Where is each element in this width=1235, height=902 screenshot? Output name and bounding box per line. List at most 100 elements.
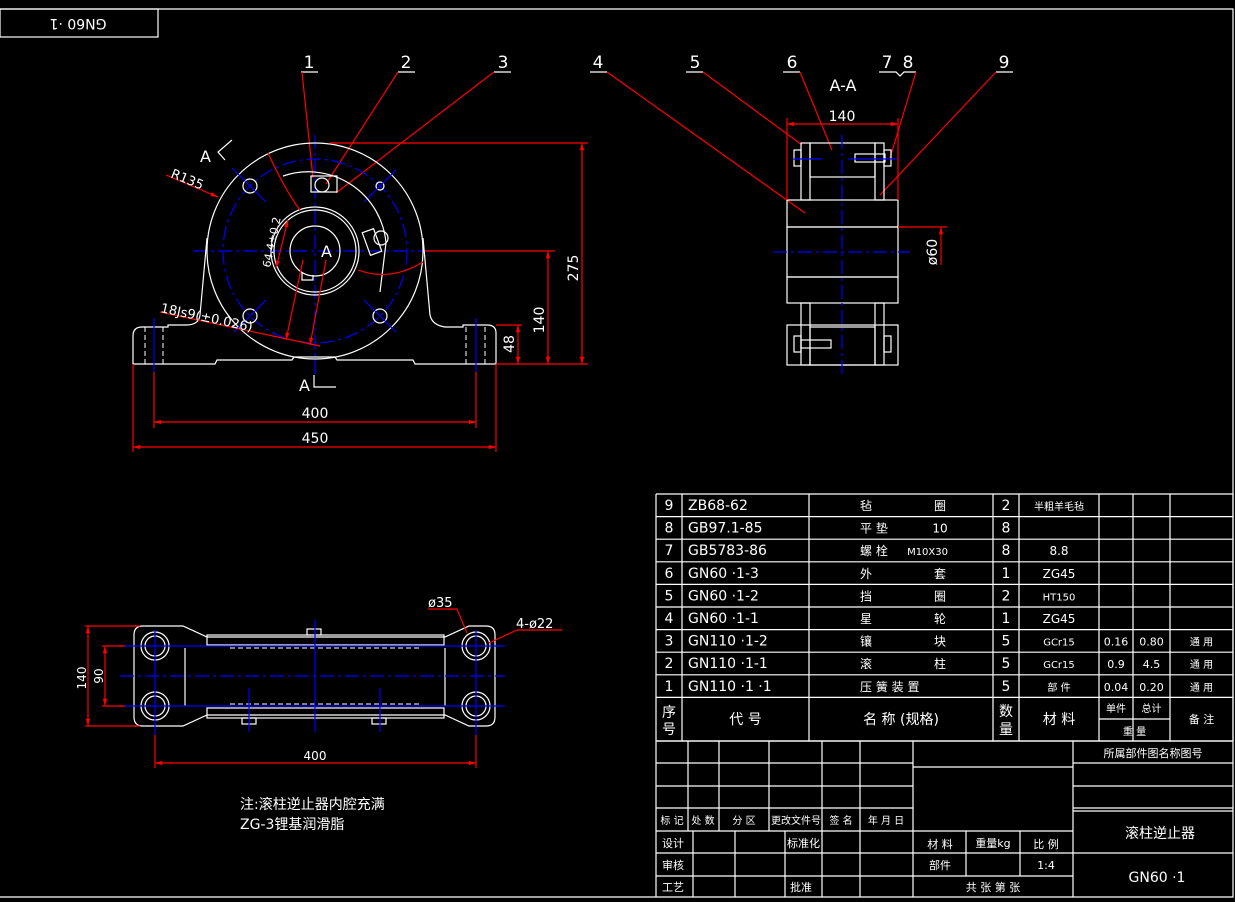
- section-mark-top: A: [200, 147, 211, 166]
- center-mark: A: [321, 242, 332, 261]
- part-number: 3: [665, 634, 674, 650]
- part-remark: 通 用: [1190, 682, 1213, 694]
- header-material: 材 料: [1043, 712, 1075, 728]
- rev-label-mark: 标 记: [660, 815, 683, 827]
- header-code: 代 号: [729, 712, 761, 728]
- weight-label: 重量kg: [975, 836, 1010, 850]
- arc-dim-label: 64.4±0.2: [260, 216, 283, 269]
- rev-label-count: 处 数: [691, 814, 714, 827]
- header-qty-2: 量: [999, 722, 1013, 738]
- part-material: 8.8: [1049, 544, 1068, 558]
- part-material: HT150: [1043, 592, 1076, 603]
- plan-view: 140 90 400 ø35 4-ø22: [75, 596, 562, 768]
- part-quantity: 2: [1002, 588, 1011, 604]
- part-unit-weight: 0.9: [1107, 658, 1125, 671]
- scale-label: 比 例: [1033, 837, 1059, 851]
- part-name: 滚: [860, 656, 872, 671]
- part-quantity: 1: [1002, 566, 1011, 582]
- part-material: GCr15: [1043, 638, 1075, 649]
- header-qty-1: 数: [999, 704, 1013, 720]
- rev-label-sign: 签 名: [829, 814, 852, 827]
- rev-label-zone: 分 区: [732, 815, 755, 827]
- part-quantity: 5: [1002, 679, 1011, 695]
- scale-value: 1:4: [1037, 859, 1055, 872]
- part-name-spec: 圈: [934, 499, 946, 513]
- balloon-4: 4: [593, 53, 604, 73]
- part-quantity: 8: [1002, 543, 1011, 559]
- section-dim-bore: ø60: [925, 239, 941, 265]
- section-title: A-A: [830, 76, 857, 95]
- part-name: 挡: [860, 589, 872, 603]
- rev-label-doc: 更改文件号: [771, 814, 821, 827]
- part-code: GN60 ·1-2: [688, 588, 759, 604]
- plan-dim-holes: 4-ø22: [516, 617, 553, 632]
- part-number: 8: [665, 521, 674, 537]
- front-view: 18Js9(±0.026) 64.4±0.2 R135 A A A 275 14…: [132, 135, 588, 452]
- part-name: 平 垫: [860, 521, 888, 536]
- assembly-ref-label: 所属部件图名称图号: [1104, 746, 1203, 760]
- header-no-2: 号: [662, 722, 676, 738]
- part-code: ZB68-62: [688, 498, 748, 514]
- part-code: GN110 ·1 ·1: [688, 679, 772, 695]
- plan-dim-boss: ø35: [428, 596, 453, 611]
- dim-center-height: 140: [532, 307, 548, 334]
- dim-bolt-span: 400: [302, 406, 329, 422]
- part-quantity: 5: [1002, 634, 1011, 650]
- title-block: 标 记 处 数 分 区 更改文件号 签 名 年 月 日 设计 标准化 审核 工艺…: [655, 740, 1233, 897]
- drawing-number: GN60 ·1: [1129, 870, 1186, 886]
- header-remark: 备 注: [1189, 712, 1215, 726]
- section-view: A-A 140 ø60: [773, 76, 947, 375]
- drawing-frame: GN60 ·1: [0, 8, 1234, 898]
- part-code: GN110 ·1-2: [688, 634, 768, 650]
- part-number: 4: [665, 611, 674, 627]
- part-name-spec: 块: [934, 635, 946, 649]
- part-total-weight: 0.20: [1139, 681, 1164, 694]
- part-name-spec: 套: [934, 567, 946, 581]
- part-name-spec: 圈: [934, 589, 946, 603]
- part-number: 7: [665, 543, 674, 559]
- review-label: 审核: [662, 858, 684, 872]
- cover-bolts: [231, 167, 397, 333]
- part-name-spec: 轮: [934, 612, 946, 626]
- balloon-1: 1: [304, 53, 315, 73]
- drawing-name: 滚柱逆止器: [1125, 825, 1195, 842]
- plan-dim-length: 400: [304, 749, 327, 763]
- dim-total-width: 450: [302, 431, 329, 447]
- dim-base: 48: [502, 335, 518, 353]
- part-unit-weight: 0.16: [1104, 636, 1129, 649]
- part-name: 镶: [860, 634, 872, 649]
- part-balloons: 1 2 3 4 5 6 7 8 9: [301, 53, 1013, 214]
- part-material: ZG45: [1043, 567, 1076, 581]
- part-total-weight: 0.80: [1139, 636, 1164, 649]
- part-name-spec: M10X30: [907, 547, 948, 558]
- part-quantity: 1: [1002, 611, 1011, 627]
- part-name: 螺 栓: [860, 543, 888, 558]
- keyway-label: 18Js9(±0.026): [159, 301, 254, 335]
- header-name: 名 称 (规格): [863, 712, 939, 728]
- part-number: 6: [665, 566, 674, 582]
- standardization-label: 标准化: [787, 836, 820, 850]
- part-material: GCr15: [1043, 660, 1075, 671]
- process-label: 工艺: [662, 881, 684, 894]
- part-code: GB5783-86: [688, 543, 767, 559]
- balloon-5: 5: [690, 53, 701, 73]
- part-code: GN60 ·1-1: [688, 611, 759, 627]
- balloon-3: 3: [498, 53, 509, 73]
- technical-note: 注:滚柱逆止器内腔充满 ZG-3锂基润滑脂: [240, 796, 385, 833]
- balloon-8: 8: [903, 53, 914, 73]
- section-dim-width: 140: [829, 109, 856, 125]
- part-name: 毡: [860, 499, 872, 513]
- part-number: 2: [665, 656, 674, 672]
- component-label: 部件: [929, 858, 951, 872]
- plan-dim-hole-spacing: 90: [92, 668, 106, 683]
- header-no-1: 序: [662, 705, 676, 721]
- design-label: 设计: [662, 837, 684, 850]
- part-name-spec: 10: [932, 522, 947, 536]
- part-code: GN60 ·1-3: [688, 566, 759, 582]
- rev-label-date: 年 月 日: [868, 814, 904, 827]
- part-name: 压 簧 装 置: [860, 679, 919, 694]
- part-name: 星: [860, 612, 872, 626]
- part-remark: 通 用: [1190, 659, 1213, 671]
- balloon-7: 7: [882, 53, 893, 73]
